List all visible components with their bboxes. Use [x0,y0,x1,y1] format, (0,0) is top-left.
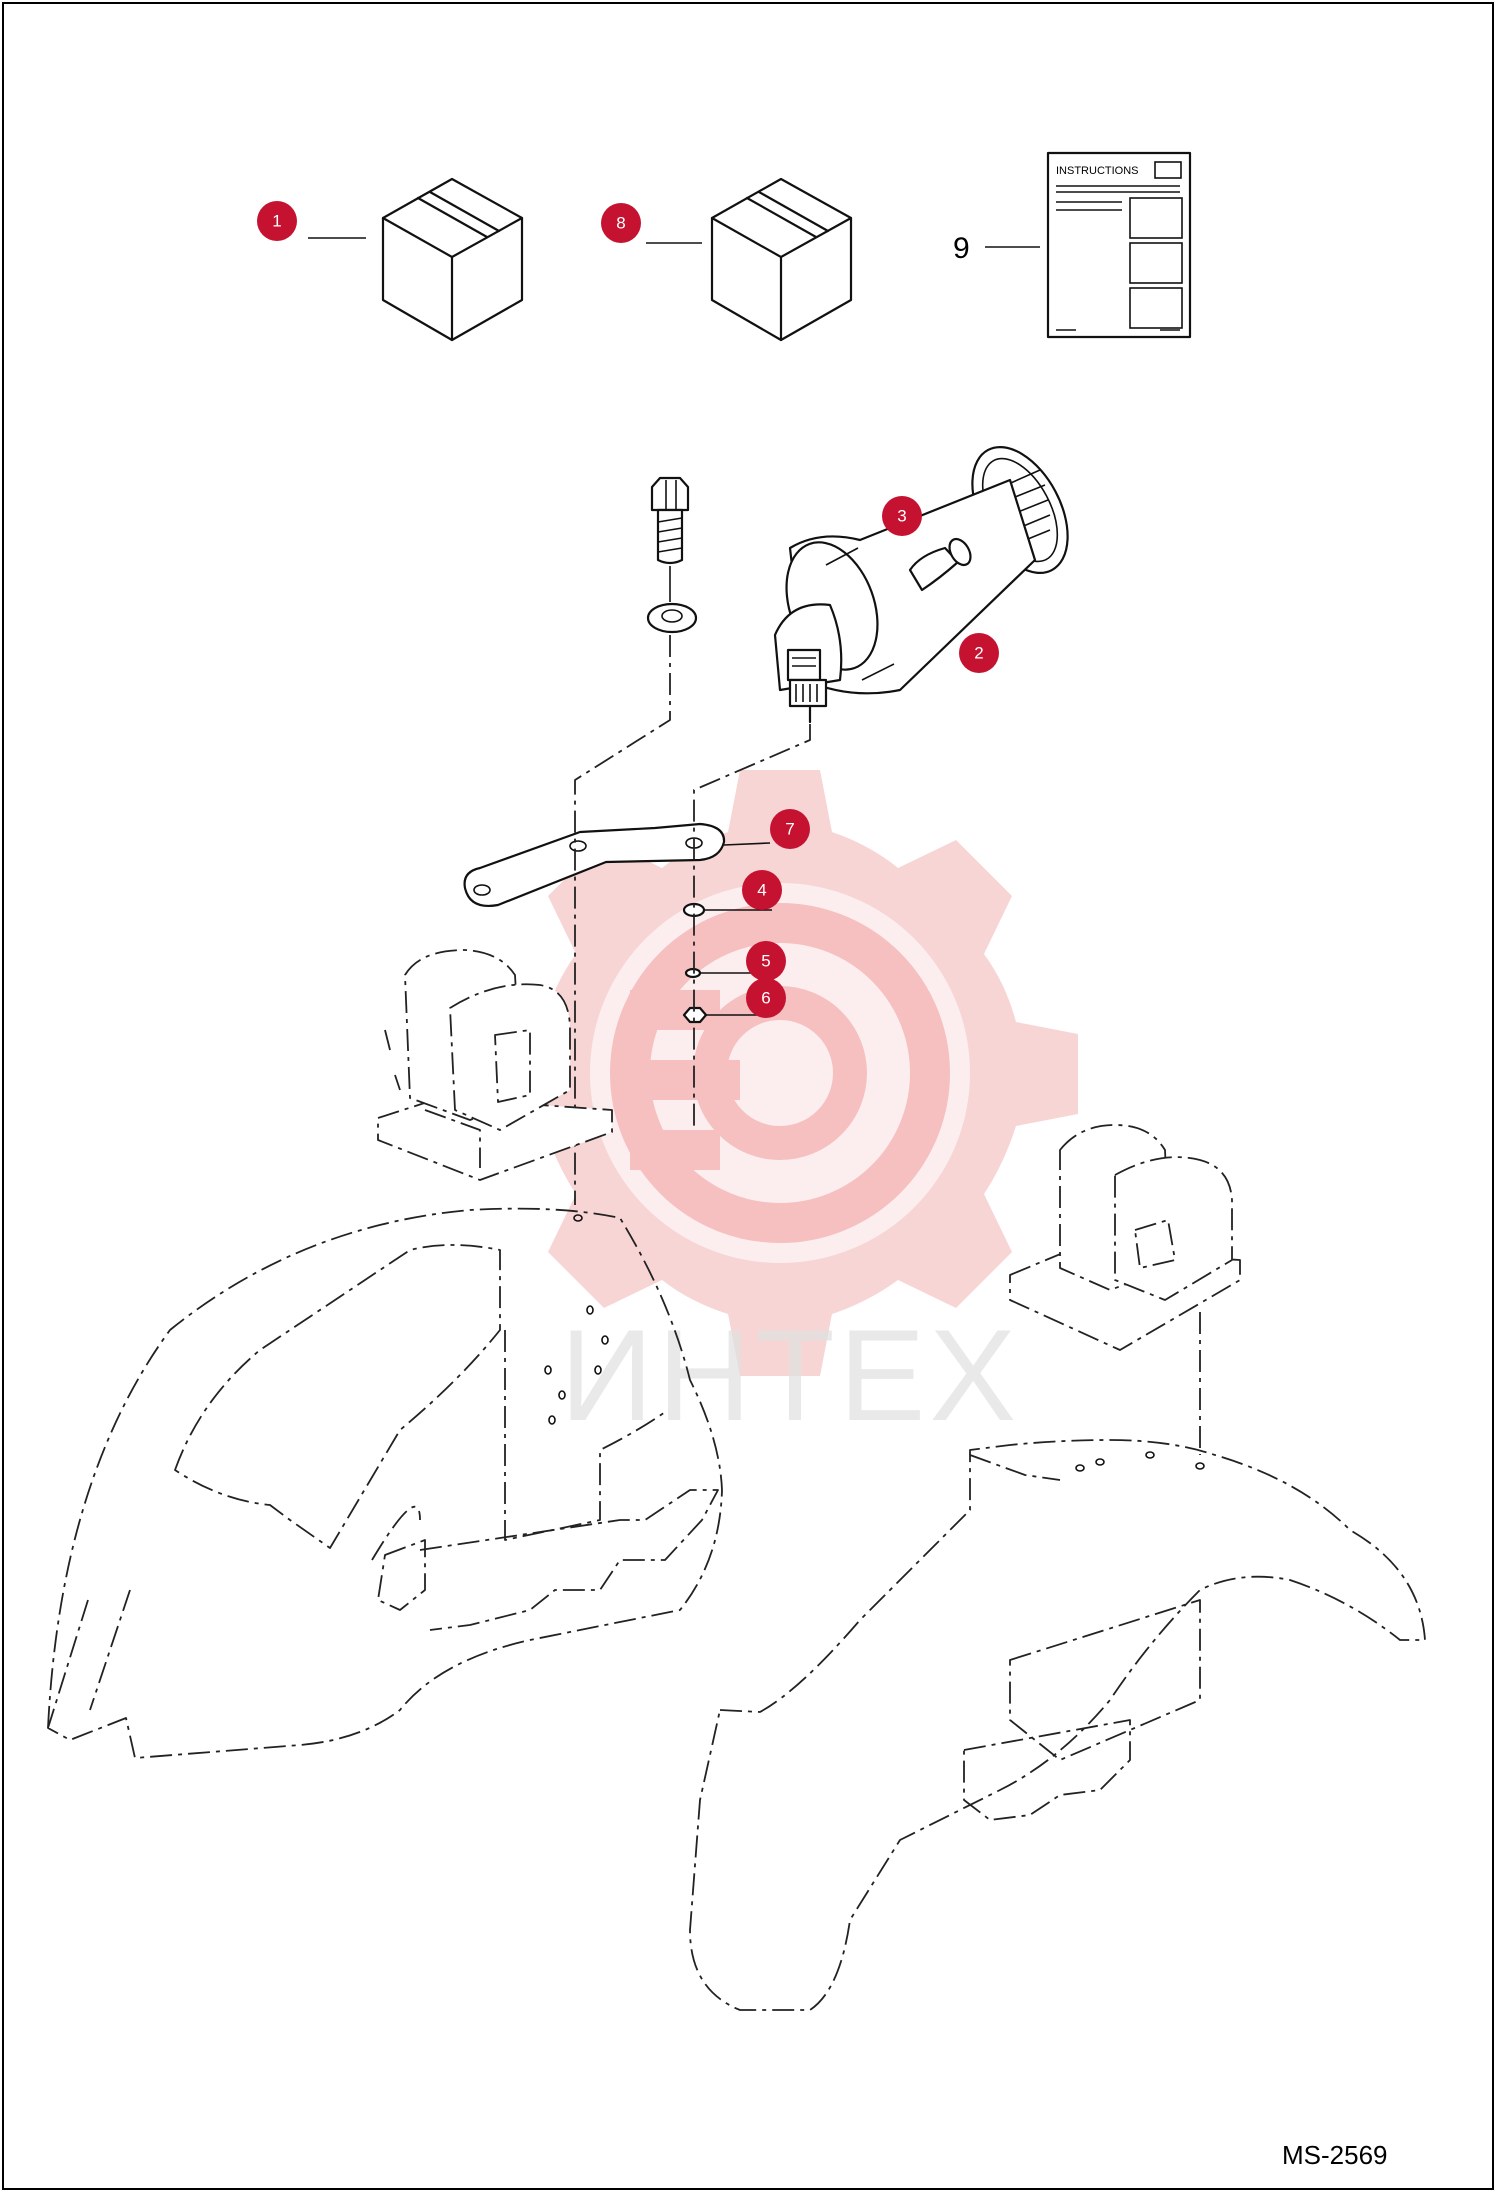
callout-3: 3 [882,496,922,536]
watermark-logo: ИНТЕХ [482,770,1078,1448]
svg-text:7: 7 [785,820,794,839]
bolt [646,476,698,634]
callout-2: 2 [959,633,999,673]
left-pedestal [377,949,613,1181]
svg-text:5: 5 [761,952,770,971]
instructions-sheet-title: INSTRUCTIONS [1056,165,1139,177]
instructions-sheet: INSTRUCTIONS [985,151,1192,339]
mounting-bracket [463,822,771,907]
callout-4: 4 [742,870,782,910]
callout-6: 6 [746,978,786,1018]
svg-text:2: 2 [974,644,983,663]
left-fender [47,1207,723,1759]
assembly-centerlines [574,635,1201,1455]
box-kit-8 [646,177,853,342]
watermark-text: ИНТЕХ [560,1302,1020,1448]
svg-text:3: 3 [897,507,906,526]
callout-1: 1 [257,201,297,241]
svg-text:4: 4 [757,881,766,900]
svg-text:6: 6 [761,989,770,1008]
callout-9: 9 [953,232,970,265]
mounting-holes [544,1214,1205,1472]
box-kit-1 [308,177,524,342]
washer-stack [682,902,772,1024]
svg-text:1: 1 [272,212,281,231]
callout-7: 7 [770,809,810,849]
svg-text:8: 8 [616,214,625,233]
reference-code: MS-2569 [1282,2140,1388,2170]
callout-8: 8 [601,203,641,243]
right-fender [689,1439,1426,2011]
right-pedestal [1009,1124,1241,1351]
lamp-assembly [773,445,1069,724]
callout-5: 5 [746,941,786,981]
